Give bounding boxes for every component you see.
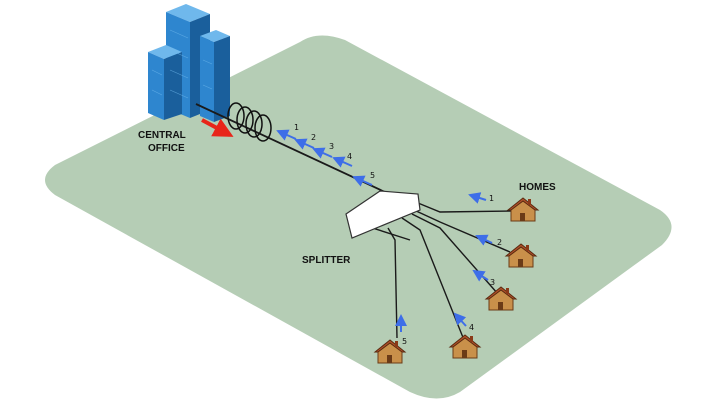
trunk-signal-numbers: 1 2 3 4 5: [294, 123, 375, 180]
homes-label: HOMES: [519, 182, 556, 193]
central-office-label-line2: OFFICE: [148, 143, 185, 154]
office-building-icon: [148, 4, 230, 122]
svg-text:1: 1: [489, 194, 494, 203]
svg-text:3: 3: [490, 278, 495, 287]
svg-text:4: 4: [469, 323, 474, 332]
svg-text:3: 3: [329, 142, 334, 151]
svg-text:2: 2: [497, 238, 502, 247]
home-numbers: 1 2 3 4 5: [402, 194, 502, 346]
fiber-coil-icon: [227, 102, 272, 142]
trunk-signal-arrows: [276, 129, 373, 187]
svg-text:5: 5: [370, 171, 375, 180]
svg-text:4: 4: [347, 152, 352, 161]
central-office-label-line1: CENTRAL: [138, 130, 186, 141]
home-signal-arrows: [395, 192, 493, 332]
svg-text:1: 1: [294, 123, 299, 132]
svg-text:2: 2: [311, 133, 316, 142]
splitter-icon: [345, 190, 421, 239]
downstream-arrow: [201, 118, 234, 137]
svg-text:5: 5: [402, 337, 407, 346]
splitter-label: SPLITTER: [302, 255, 351, 266]
